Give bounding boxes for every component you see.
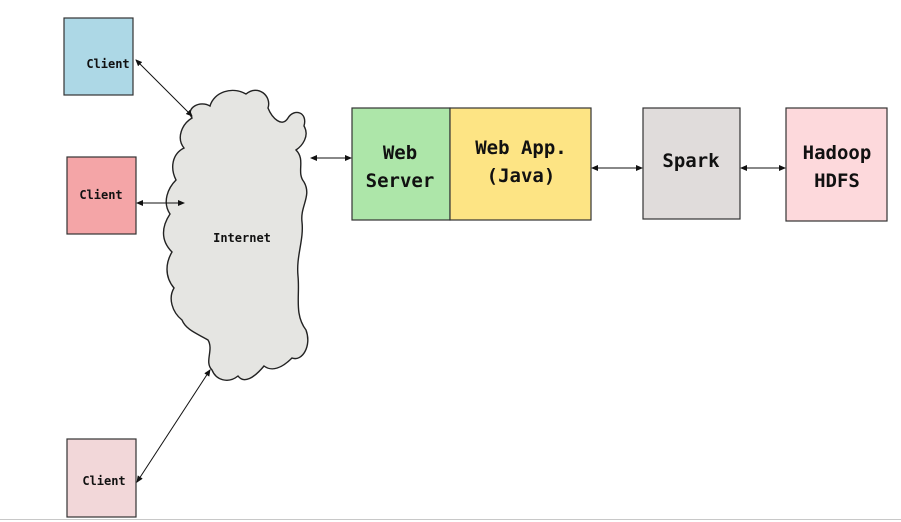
web-app-label-line2: (Java) [487, 165, 556, 187]
hadoop-box[interactable] [785, 107, 888, 222]
hadoop-label-line2: HDFS [814, 170, 860, 192]
web-app-label-line1: Web App. [475, 137, 567, 159]
web-server-label-line1: Web [383, 142, 417, 164]
client-middle-label: Client [79, 188, 122, 202]
hadoop-label-line1: Hadoop [803, 142, 872, 164]
client-bottom-box[interactable] [66, 438, 137, 518]
internet-cloud [162, 89, 309, 381]
client-top-box[interactable] [63, 17, 134, 96]
web-server-label-line2: Server [366, 170, 435, 192]
edge-client-top-internet [135, 59, 193, 117]
spark-box[interactable] [642, 107, 741, 220]
spark-label: Spark [662, 150, 720, 172]
client-middle-box[interactable] [66, 156, 137, 235]
web-server-box[interactable] [351, 107, 451, 221]
internet-label: Internet [213, 231, 271, 245]
edge-client-bottom-internet [136, 369, 211, 483]
client-top-label: Client [86, 57, 129, 71]
client-bottom-label: Client [82, 474, 125, 488]
web-app-box[interactable] [449, 107, 592, 221]
